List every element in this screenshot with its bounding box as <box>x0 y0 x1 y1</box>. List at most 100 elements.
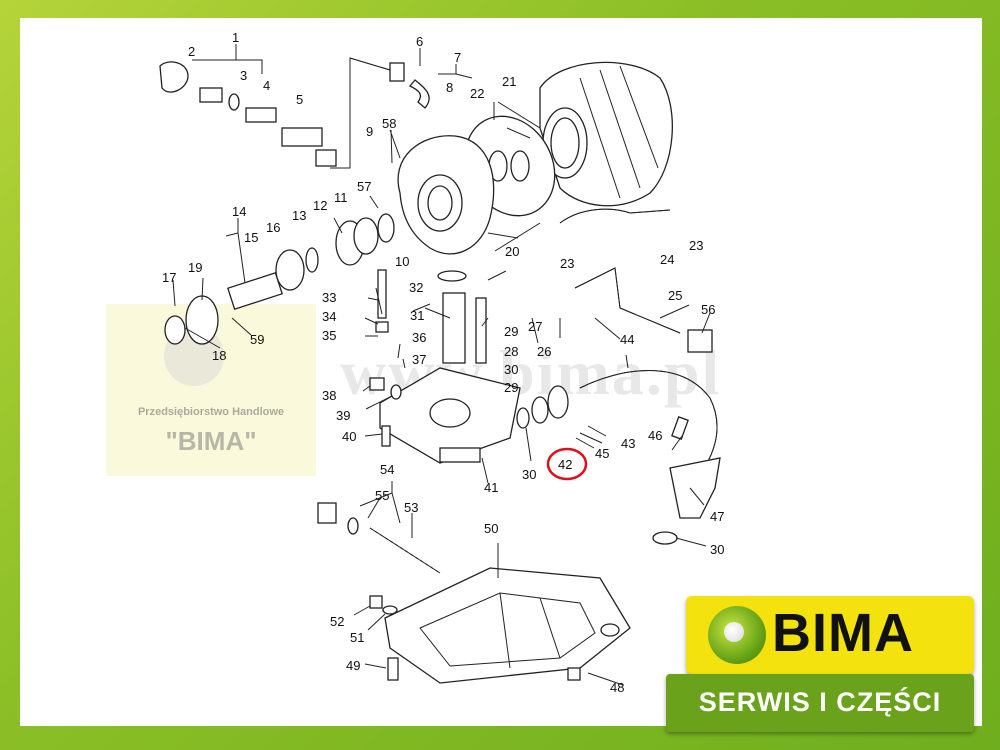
part-label-15: 15 <box>244 230 258 245</box>
rod <box>475 297 487 364</box>
part-label-24: 24 <box>660 252 674 267</box>
coupling <box>687 329 713 353</box>
bolt <box>387 657 399 681</box>
part-label-38: 38 <box>322 388 336 403</box>
exploded-parts-diagram: 1 2 3 4 5 6 7 8 9 10 11 12 13 14 15 16 1… <box>159 30 724 695</box>
sleeve <box>442 292 466 364</box>
part-label-44: 44 <box>620 332 634 347</box>
part-label-43: 43 <box>621 436 635 451</box>
badge-tagline-panel: SERWIS I CZĘŚCI <box>666 674 974 732</box>
highlight-circle <box>546 447 588 481</box>
flange <box>185 295 219 345</box>
pipe <box>574 267 681 334</box>
badge-logo-panel: BIMA <box>686 596 974 674</box>
plug <box>369 595 383 609</box>
badge-tagline: SERWIS I CZĘŚCI <box>698 687 942 717</box>
part-label-57: 57 <box>357 179 371 194</box>
washer <box>377 213 395 243</box>
part-label-32: 32 <box>409 280 423 295</box>
part-label-58: 58 <box>382 116 396 131</box>
inlet-assembly <box>159 61 337 167</box>
parts-drawing <box>159 44 721 686</box>
part-label-30: 30 <box>504 362 518 377</box>
o-ring <box>437 270 467 282</box>
part-label-16: 16 <box>266 220 280 235</box>
oil-pan <box>384 567 631 684</box>
part-label-27: 27 <box>528 319 542 334</box>
elbow-fitting <box>408 79 430 109</box>
part-label-47: 47 <box>710 509 724 524</box>
part-label-45: 45 <box>595 446 609 461</box>
flange-pipe <box>669 457 721 519</box>
pump-cover <box>379 367 521 464</box>
part-label-13: 13 <box>292 208 306 223</box>
part-label-6: 6 <box>416 34 423 49</box>
part-label-40: 40 <box>342 429 356 444</box>
part-label-59: 59 <box>250 332 264 347</box>
part-label-22: 22 <box>470 86 484 101</box>
o-ring <box>652 531 678 545</box>
part-label-29: 29 <box>504 324 518 339</box>
part-label-3: 3 <box>240 68 247 83</box>
plug <box>369 377 385 391</box>
part-label-39: 39 <box>336 408 350 423</box>
bearing <box>353 217 379 255</box>
part-label-7: 7 <box>454 50 461 65</box>
pipe <box>579 370 718 489</box>
part-label-11: 11 <box>334 190 348 205</box>
part-label-54: 54 <box>380 462 394 477</box>
part-label-30c: 30 <box>710 542 724 557</box>
bolt <box>381 425 391 447</box>
seal <box>164 315 186 345</box>
washer <box>347 517 359 535</box>
part-number-labels: 1 2 3 4 5 6 7 8 9 10 11 12 13 14 15 16 1… <box>162 30 724 695</box>
bolt <box>671 416 689 440</box>
logo-ball-highlight <box>724 622 744 642</box>
gear-housing <box>539 61 673 207</box>
part-label-51: 51 <box>350 630 364 645</box>
part-label-4: 4 <box>263 78 270 93</box>
part-label-52: 52 <box>330 614 344 629</box>
pipe <box>559 208 671 224</box>
o-ring <box>516 407 530 429</box>
part-label-17: 17 <box>162 270 176 285</box>
part-label-53: 53 <box>404 500 418 515</box>
part-label-37: 37 <box>412 352 426 367</box>
part-label-10: 10 <box>395 254 409 269</box>
watermark-company-line: Przedsiębiorstwo Handlowe <box>137 406 285 418</box>
part-label-30b: 30 <box>522 467 536 482</box>
part-label-28: 28 <box>504 344 518 359</box>
part-label-18: 18 <box>212 348 226 363</box>
part-label-42-highlighted: 42 <box>558 457 572 472</box>
bima-badge: BIMA SERWIS I CZĘŚCI <box>666 596 974 732</box>
washer <box>382 605 398 615</box>
nut <box>375 321 389 333</box>
ring <box>531 396 549 424</box>
pipe <box>574 267 681 334</box>
washer <box>305 247 319 273</box>
part-label-20: 20 <box>505 244 519 259</box>
part-label-33: 33 <box>322 290 336 305</box>
part-label-31: 31 <box>410 308 424 323</box>
part-label-46: 46 <box>648 428 662 443</box>
part-label-35: 35 <box>322 328 336 343</box>
part-label-25: 25 <box>668 288 682 303</box>
part-label-9: 9 <box>366 124 373 139</box>
part-label-23b: 23 <box>560 256 574 271</box>
diagram-canvas: Przedsiębiorstwo Handlowe "BIMA" www.bim… <box>20 18 982 726</box>
part-label-19: 19 <box>188 260 202 275</box>
part-label-5: 5 <box>296 92 303 107</box>
part-label-49: 49 <box>346 658 360 673</box>
part-label-14: 14 <box>232 204 246 219</box>
bearing <box>275 249 305 291</box>
part-label-12: 12 <box>313 198 327 213</box>
part-label-8: 8 <box>446 80 453 95</box>
part-label-29b: 29 <box>504 380 518 395</box>
plug <box>567 667 581 681</box>
drive-shaft <box>227 271 283 311</box>
part-label-2: 2 <box>188 44 195 59</box>
part-label-55: 55 <box>375 488 389 503</box>
logo-ball-icon <box>708 606 766 664</box>
pipe <box>330 57 391 169</box>
